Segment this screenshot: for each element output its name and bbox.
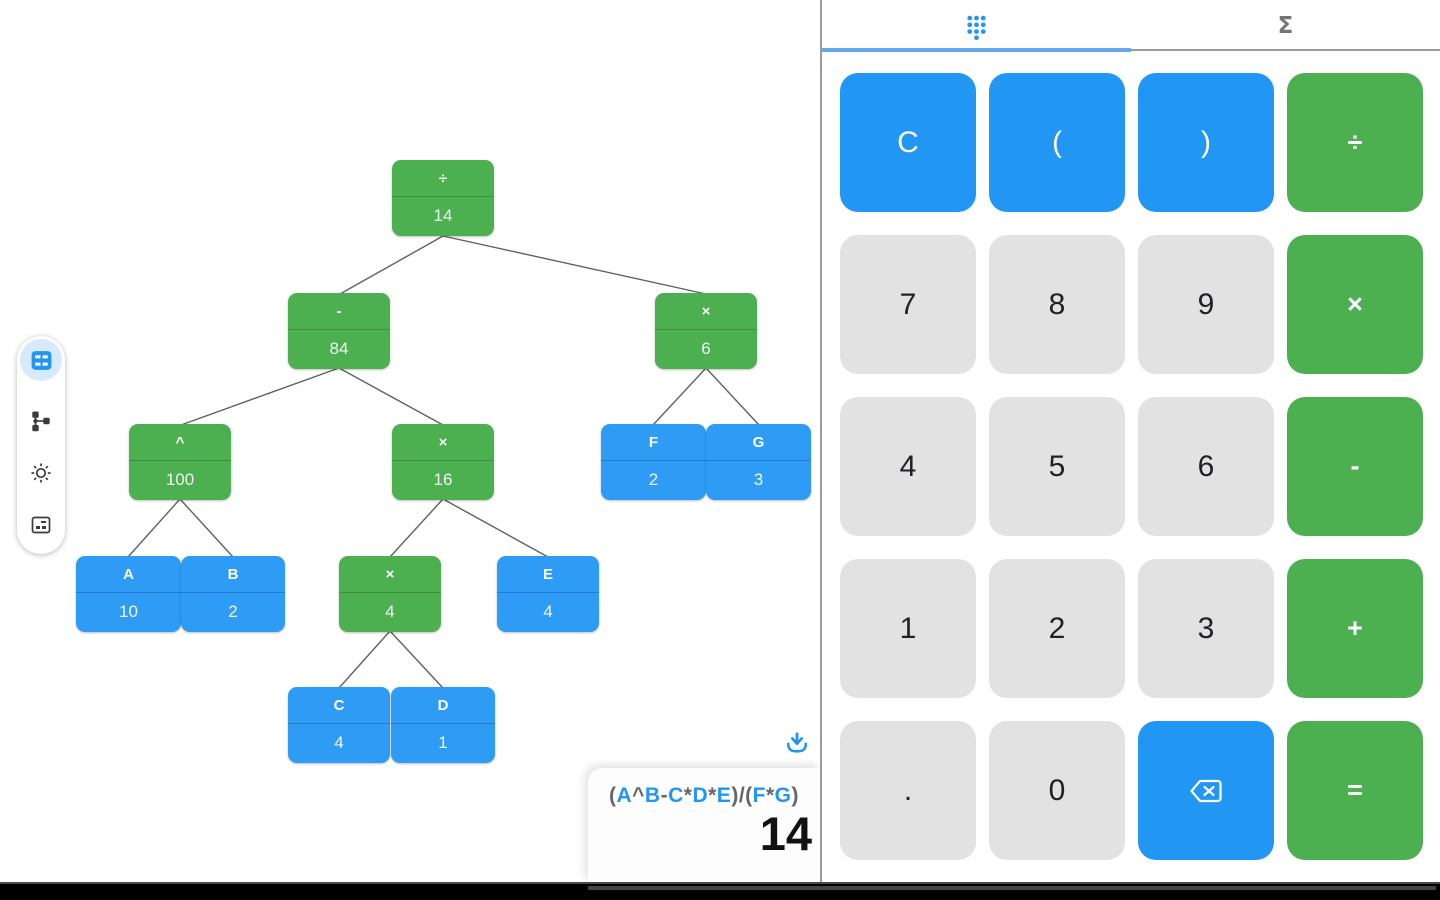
key-decimal[interactable]: . — [840, 721, 976, 860]
node-value: 4 — [543, 602, 553, 621]
key-divide[interactable]: ÷ — [1287, 73, 1423, 212]
dialpad-icon — [967, 15, 986, 40]
key-equals[interactable]: = — [1287, 721, 1423, 860]
tree-node-multiply-cd[interactable]: × 4 — [339, 556, 441, 632]
system-nav-bar — [0, 882, 1440, 900]
download-icon — [786, 732, 808, 753]
key-clear[interactable]: C — [840, 73, 976, 212]
node-operator: × — [655, 293, 757, 330]
brightness-button[interactable] — [20, 452, 62, 494]
node-operator: ÷ — [392, 160, 494, 197]
node-letter: C — [288, 687, 390, 724]
node-letter: G — [706, 424, 811, 461]
brightness-icon — [31, 463, 51, 483]
node-operator: - — [288, 293, 390, 330]
calculator-tool-button[interactable] — [20, 339, 62, 381]
tree-node-var-e[interactable]: E 4 — [497, 556, 599, 632]
tree-node-var-c[interactable]: C 4 — [288, 687, 390, 763]
node-value: 16 — [433, 470, 453, 489]
tree-node-multiply-cde[interactable]: × 16 — [392, 424, 494, 500]
tree-node-var-d[interactable]: D 1 — [391, 687, 495, 763]
key-1[interactable]: 1 — [840, 559, 976, 698]
node-value: 2 — [228, 602, 238, 621]
panel-divider — [820, 0, 822, 882]
tab-keypad[interactable] — [822, 0, 1131, 52]
node-value: 100 — [165, 470, 195, 489]
node-value: 2 — [648, 470, 659, 489]
tree-node-power[interactable]: ^ 100 — [129, 424, 231, 500]
node-letter: A — [76, 556, 181, 593]
key-add[interactable]: + — [1287, 559, 1423, 698]
result-value: 14 — [759, 807, 812, 860]
key-close-paren[interactable]: ) — [1138, 73, 1274, 212]
keypad-grid: C ( ) ÷ 7 8 9 × 4 5 6 - 1 2 3 + . 0 — [822, 52, 1440, 860]
key-multiply[interactable]: × — [1287, 235, 1423, 374]
tree-node-var-g[interactable]: G 3 — [706, 424, 811, 500]
tree-canvas: ÷ 14 - 84 × 6 ^ 100 × 16 F 2 G 3 A 10 — [17, 160, 820, 882]
node-value: 1 — [438, 733, 448, 752]
node-operator: × — [339, 556, 441, 593]
key-4[interactable]: 4 — [840, 397, 976, 536]
key-0[interactable]: 0 — [989, 721, 1125, 860]
tree-node-var-a[interactable]: A 10 — [76, 556, 181, 632]
node-operator: ^ — [129, 424, 231, 461]
tool-sidebar — [17, 336, 65, 554]
nav-bar-stripe — [588, 886, 1436, 890]
tree-node-var-f[interactable]: F 2 — [601, 424, 706, 500]
expression-text: (A^B-C*D*E)/(F*G) — [608, 784, 800, 807]
node-letter: B — [181, 556, 285, 593]
result-card: (A^B-C*D*E)/(F*G) 14 — [588, 768, 820, 882]
key-subtract[interactable]: - — [1287, 397, 1423, 536]
tree-node-divide-root[interactable]: ÷ 14 — [392, 160, 494, 236]
node-letter: E — [497, 556, 599, 593]
sigma-icon: Σ — [1277, 13, 1294, 39]
tree-view-button[interactable] — [20, 400, 62, 442]
tree-node-multiply-fg[interactable]: × 6 — [655, 293, 757, 369]
key-2[interactable]: 2 — [989, 559, 1125, 698]
node-letter: D — [391, 687, 495, 724]
tree-icon — [32, 411, 50, 432]
key-5[interactable]: 5 — [989, 397, 1125, 536]
node-operator: × — [392, 424, 494, 461]
backspace-icon — [1190, 779, 1222, 802]
node-value: 6 — [701, 339, 711, 358]
node-letter: F — [601, 424, 706, 461]
key-8[interactable]: 8 — [989, 235, 1125, 374]
image-icon — [31, 516, 51, 534]
keypad-panel: Σ C ( ) ÷ 7 8 9 × 4 5 6 - 1 2 3 + . 0 — [822, 0, 1440, 882]
tab-functions[interactable]: Σ — [1131, 0, 1440, 52]
download-button[interactable] — [783, 728, 811, 756]
node-value: 84 — [329, 339, 349, 358]
image-card-button[interactable] — [20, 504, 62, 546]
node-value: 4 — [385, 602, 395, 621]
key-7[interactable]: 7 — [840, 235, 976, 374]
key-9[interactable]: 9 — [1138, 235, 1274, 374]
calculator-icon — [31, 350, 51, 370]
tree-node-subtract[interactable]: - 84 — [288, 293, 390, 369]
key-3[interactable]: 3 — [1138, 559, 1274, 698]
node-value: 14 — [433, 206, 453, 225]
node-value: 4 — [334, 733, 344, 752]
tree-edges — [127, 235, 760, 689]
node-value: 3 — [753, 470, 764, 489]
key-6[interactable]: 6 — [1138, 397, 1274, 536]
tree-node-var-b[interactable]: B 2 — [181, 556, 285, 632]
key-backspace[interactable] — [1138, 721, 1274, 860]
keypad-tabbar: Σ — [822, 0, 1440, 52]
key-open-paren[interactable]: ( — [989, 73, 1125, 212]
node-value: 10 — [119, 602, 138, 621]
